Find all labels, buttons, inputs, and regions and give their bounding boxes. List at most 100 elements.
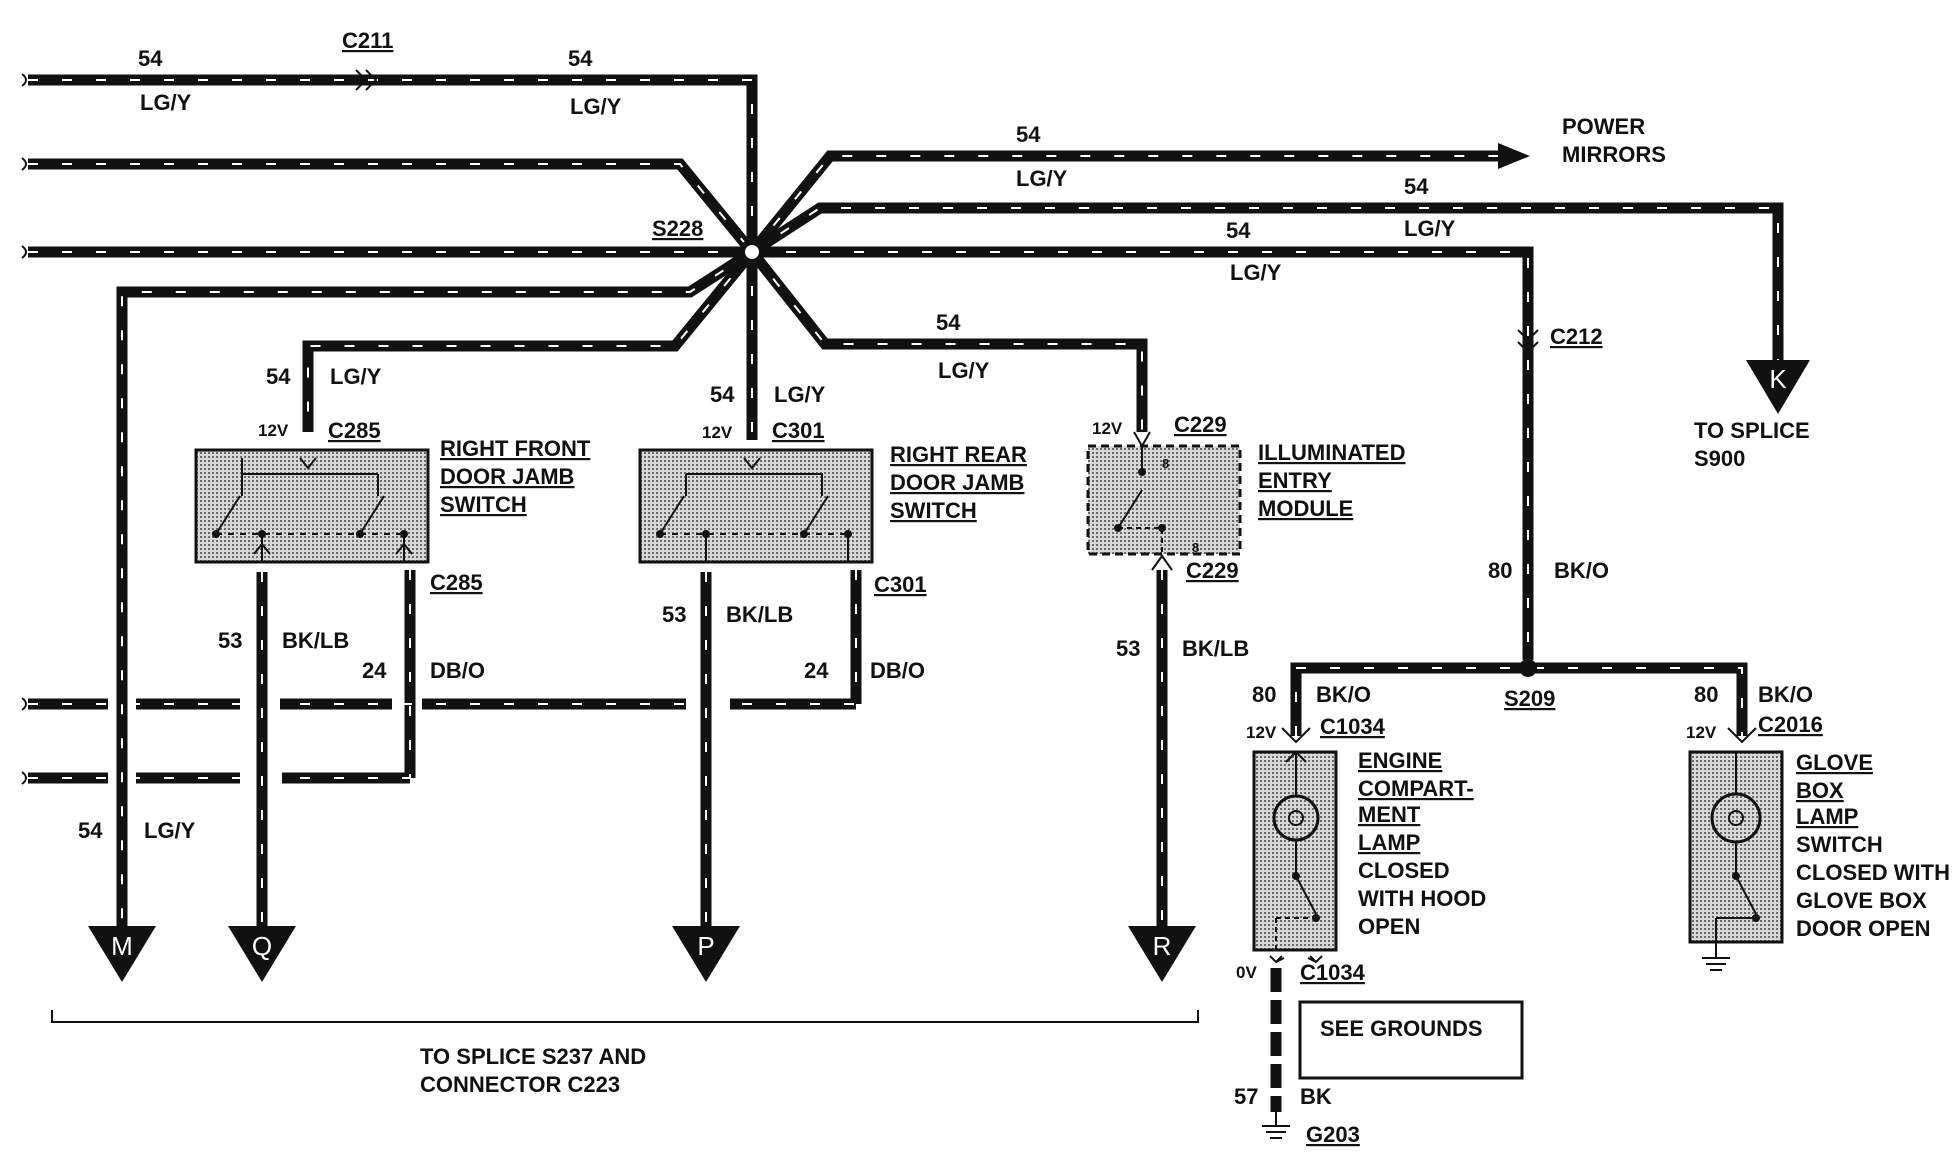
svg-text:Q: Q bbox=[252, 931, 272, 961]
wire-num-rf: 54 bbox=[266, 364, 291, 389]
wire-num-db1: 24 bbox=[362, 658, 387, 683]
offpage-triangle-r: R bbox=[1128, 926, 1196, 982]
ground-g203: G203 bbox=[1306, 1122, 1360, 1147]
svg-text:TO SPLICE: TO SPLICE bbox=[1694, 418, 1810, 443]
connector-c301-top: C301 bbox=[772, 418, 825, 443]
wire-num-power-mirrors: 54 bbox=[1016, 122, 1041, 147]
wire-color-to-c212: LG/Y bbox=[1230, 260, 1282, 285]
connector-c212: C212 bbox=[1550, 324, 1603, 349]
wire-num-glove-box: 80 bbox=[1694, 682, 1718, 707]
connector-c2016: C2016 bbox=[1758, 712, 1823, 737]
connector-c229-top: C229 bbox=[1174, 412, 1227, 437]
illuminated-entry-module bbox=[1086, 431, 1242, 571]
svg-text:GLOVE BOX: GLOVE BOX bbox=[1796, 888, 1927, 913]
connector-c285-top: C285 bbox=[328, 418, 381, 443]
wire-to-m bbox=[116, 247, 755, 930]
wire-color-db1: DB/O bbox=[430, 658, 485, 683]
svg-text:SWITCH: SWITCH bbox=[890, 498, 977, 523]
wire-num-engine-lamp: 80 bbox=[1252, 682, 1276, 707]
offpage-triangle-p: P bbox=[672, 926, 740, 982]
wire-second-left bbox=[28, 158, 757, 256]
glove-box-lamp bbox=[1688, 750, 1784, 944]
svg-text:LAMP: LAMP bbox=[1358, 830, 1420, 855]
c211-connector-mark bbox=[355, 69, 378, 91]
splice-s209-dot bbox=[1519, 659, 1537, 677]
connector-c229-bottom: C229 bbox=[1186, 558, 1239, 583]
wire-color-engine-lamp: BK/O bbox=[1316, 682, 1371, 707]
see-grounds-label: SEE GROUNDS bbox=[1320, 1016, 1483, 1041]
svg-text:GLOVE: GLOVE bbox=[1796, 750, 1873, 775]
wire-color-p: BK/LB bbox=[726, 602, 793, 627]
wire-color-q: BK/LB bbox=[282, 628, 349, 653]
svg-text:MIRRORS: MIRRORS bbox=[1562, 142, 1666, 167]
svg-text:OPEN: OPEN bbox=[1358, 914, 1420, 939]
svg-text:P: P bbox=[697, 931, 714, 961]
splice-s209-label: S209 bbox=[1504, 686, 1555, 711]
voltage-engine-lamp: 12V bbox=[1246, 723, 1277, 742]
wire-num-rr: 54 bbox=[710, 382, 735, 407]
rr-switch-label: RIGHT REAR DOOR JAMB SWITCH bbox=[890, 442, 1027, 523]
wire-db-o-lower bbox=[28, 570, 862, 784]
wire-ground-bk bbox=[1269, 955, 1323, 1112]
svg-text:DOOR JAMB: DOOR JAMB bbox=[440, 464, 574, 489]
wire-color-m: LG/Y bbox=[144, 818, 196, 843]
pin-iem-bottom: 8 bbox=[1192, 540, 1199, 555]
voltage-rr: 12V bbox=[702, 423, 733, 442]
offpage-triangle-k: K bbox=[1746, 360, 1810, 414]
wire-color-iem: LG/Y bbox=[938, 358, 990, 383]
bottom-note-label: TO SPLICE S237 AND CONNECTOR C223 bbox=[420, 1044, 646, 1097]
svg-text:RIGHT FRONT: RIGHT FRONT bbox=[440, 436, 591, 461]
rf-door-jamb-switch bbox=[194, 448, 430, 564]
svg-text:MENT: MENT bbox=[1358, 802, 1421, 827]
svg-text:SWITCH: SWITCH bbox=[1796, 832, 1883, 857]
wire-num-q: 53 bbox=[218, 628, 242, 653]
wire-to-c212 bbox=[752, 246, 1534, 660]
wire-color-power-mirrors: LG/Y bbox=[1016, 166, 1068, 191]
wire-to-iem bbox=[747, 248, 1148, 432]
voltage-glove-box: 12V bbox=[1686, 723, 1717, 742]
offpage-triangle-q: Q bbox=[228, 926, 296, 982]
wire-color-glove-box: BK/O bbox=[1758, 682, 1813, 707]
power-mirrors-label: POWER MIRRORS bbox=[1562, 114, 1666, 167]
iem-label: ILLUMINATED ENTRY MODULE bbox=[1258, 440, 1405, 521]
wire-color-bk-o: BK/O bbox=[1554, 558, 1609, 583]
svg-text:MODULE: MODULE bbox=[1258, 496, 1353, 521]
svg-text:CLOSED WITH: CLOSED WITH bbox=[1796, 860, 1950, 885]
wire-color-r: BK/LB bbox=[1182, 636, 1249, 661]
see-grounds-box bbox=[1298, 1000, 1524, 1080]
connector-c301-bottom: C301 bbox=[874, 572, 927, 597]
rr-door-jamb-switch bbox=[638, 448, 874, 564]
svg-text:TO SPLICE S237 AND: TO SPLICE S237 AND bbox=[420, 1044, 646, 1069]
wire-num-top-left: 54 bbox=[138, 46, 163, 71]
voltage-iem: 12V bbox=[1092, 419, 1123, 438]
svg-text:S900: S900 bbox=[1694, 446, 1745, 471]
wire-num-to-c212: 54 bbox=[1226, 218, 1251, 243]
svg-text:POWER: POWER bbox=[1562, 114, 1645, 139]
wire-color-rf: LG/Y bbox=[330, 364, 382, 389]
svg-text:COMPART-: COMPART- bbox=[1358, 776, 1474, 801]
svg-text:SWITCH: SWITCH bbox=[440, 492, 527, 517]
wire-num-iem: 54 bbox=[936, 310, 961, 335]
voltage-rf: 12V bbox=[258, 421, 289, 440]
wire-color-top-left: LG/Y bbox=[140, 90, 192, 115]
wire-num-r: 53 bbox=[1116, 636, 1140, 661]
connector-c1034-top: C1034 bbox=[1320, 714, 1386, 739]
wire-num-to-k: 54 bbox=[1404, 174, 1429, 199]
connector-c211: C211 bbox=[342, 28, 393, 53]
connector-c285-bottom: C285 bbox=[430, 570, 483, 595]
g203-ground-symbol bbox=[1262, 1112, 1290, 1139]
wire-num-p: 53 bbox=[662, 602, 686, 627]
pin-iem-top: 8 bbox=[1162, 456, 1169, 471]
svg-text:K: K bbox=[1769, 364, 1787, 394]
wire-to-rf-switch bbox=[302, 248, 757, 432]
svg-text:LAMP: LAMP bbox=[1796, 804, 1858, 829]
wire-stub-marks bbox=[21, 73, 27, 785]
svg-text:ILLUMINATED: ILLUMINATED bbox=[1258, 440, 1405, 465]
svg-text:CLOSED: CLOSED bbox=[1358, 858, 1450, 883]
wire-num-ground: 57 bbox=[1234, 1084, 1258, 1109]
svg-text:WITH HOOD: WITH HOOD bbox=[1358, 886, 1486, 911]
svg-text:R: R bbox=[1153, 931, 1172, 961]
wire-color-rr: LG/Y bbox=[774, 382, 826, 407]
wire-num-m: 54 bbox=[78, 818, 103, 843]
